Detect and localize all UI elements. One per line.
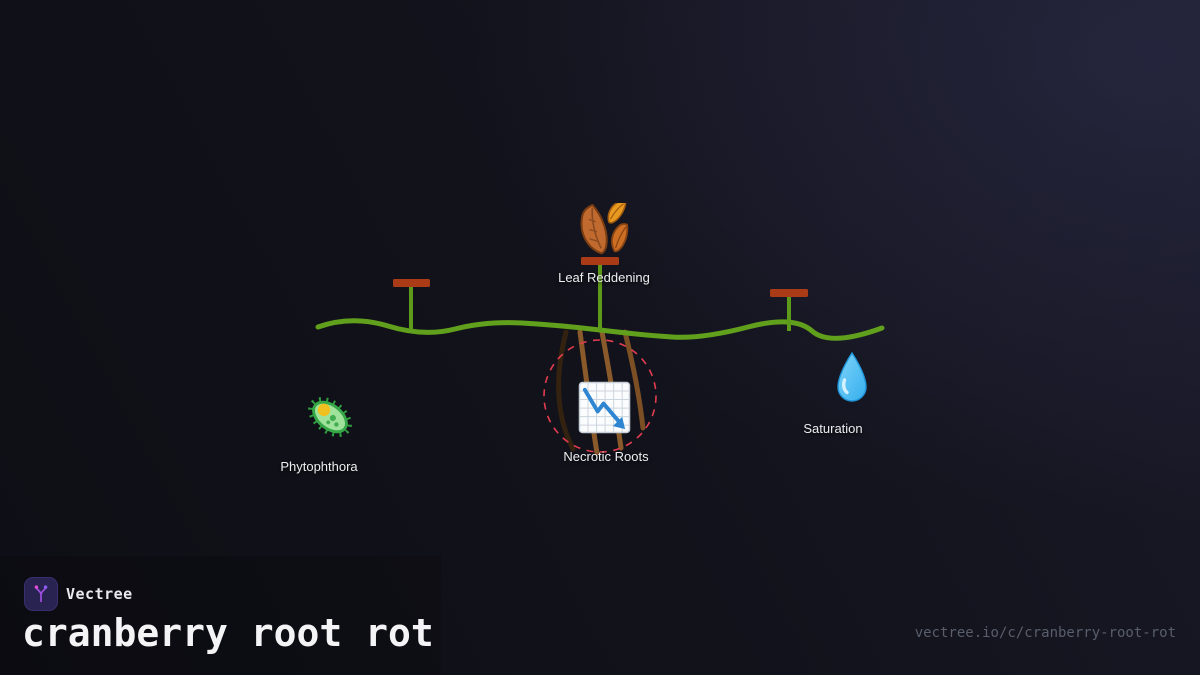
branch-icon — [34, 585, 48, 603]
cranberry-vine-illustration — [315, 257, 885, 456]
highlight-circle — [543, 339, 657, 453]
upright-right — [770, 289, 808, 331]
page-title: cranberry root rot — [22, 611, 434, 655]
footer-shade — [0, 556, 441, 675]
share-url: vectree.io/c/cranberry-root-rot — [914, 625, 1176, 641]
node-label-leaf-reddening: Leaf Reddening — [558, 270, 650, 285]
node-label-phytophthora: Phytophthora — [280, 459, 358, 474]
fallen-leaves-icon — [580, 200, 629, 255]
upright-center — [581, 257, 619, 331]
node-necrotic-roots[interactable] — [578, 381, 631, 434]
node-phytophthora[interactable] — [303, 390, 357, 444]
vectree-logo[interactable] — [24, 577, 58, 611]
droplet-icon — [837, 351, 867, 402]
brand-name: Vectree — [66, 585, 133, 603]
node-label-saturation: Saturation — [803, 421, 863, 436]
node-saturation[interactable] — [834, 351, 870, 406]
upright-left — [393, 279, 430, 330]
node-leaf-reddening[interactable] — [578, 200, 634, 255]
chart-decreasing-icon — [578, 381, 631, 434]
node-label-necrotic-roots: Necrotic Roots — [563, 449, 649, 464]
microbe-icon — [308, 397, 352, 437]
